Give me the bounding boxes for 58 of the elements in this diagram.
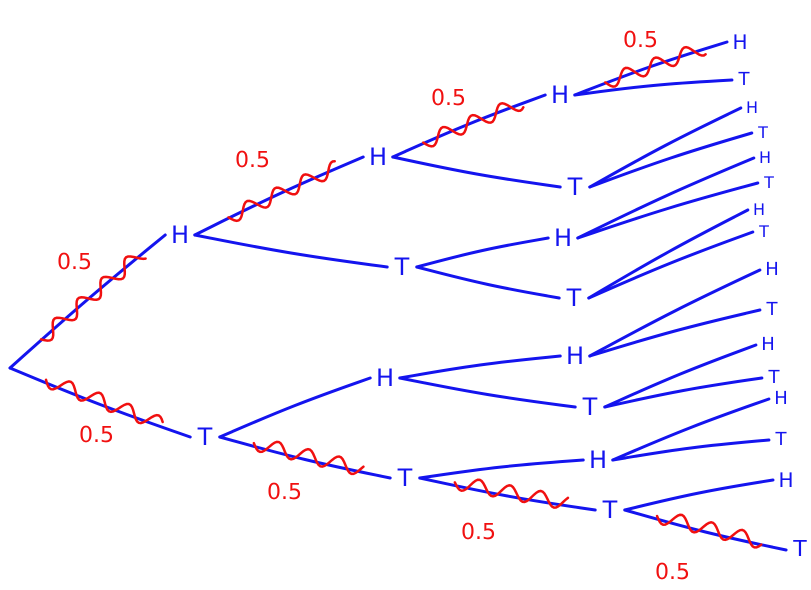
branch-line [573,40,728,96]
outcome-letter: T [394,464,416,492]
branch-line [611,398,770,462]
branch-line [611,438,770,462]
branch-line [418,476,597,512]
outcome-letter: H [760,335,776,355]
outcome-letter: T [772,430,790,450]
outcome-letter: H [777,469,795,491]
outcome-letter: T [764,300,780,320]
outcome-letter: T [762,174,776,192]
outcome-letter: T [766,368,782,388]
outcome-letter: H [752,201,766,219]
outcome-letter: H [772,389,790,409]
branch-line [588,308,762,358]
branch-line [193,234,389,268]
outcome-letter: H [744,99,760,117]
outcome-letter: H [169,222,191,248]
branch-line [8,234,167,370]
outcome-letter: T [756,124,770,142]
branch-line [391,94,547,158]
branch-line [587,230,754,300]
outcome-letter: H [549,82,571,108]
outcome-letter: T [194,424,216,450]
outcome-letter: T [736,70,752,90]
outcome-letter: T [756,223,772,241]
outcome-letter: H [564,342,586,370]
branch-line [623,478,774,512]
branch-line [391,156,562,188]
outcome-letter: T [563,284,585,312]
outcome-letter: T [391,254,413,280]
branch-line [588,132,754,188]
branch-line [418,458,585,480]
outcome-letter: T [579,394,601,420]
outcome-letter: H [587,446,609,474]
branch-line [415,266,561,300]
branch-line [193,156,365,236]
branch-line [398,354,562,380]
branch-line [603,376,764,408]
branch-line [588,268,762,358]
branch-line [576,156,756,240]
outcome-letter: T [790,538,810,562]
outcome-letter: T [599,496,621,524]
branch-line [576,182,760,240]
outcome-letter: H [552,224,574,252]
branch-line [623,508,788,552]
outcome-letter: H [764,260,780,280]
outcome-letter: H [758,149,772,167]
outcome-letter: H [731,31,749,53]
branch-line [415,236,550,268]
branch-line [398,376,577,408]
outcome-letter: T [564,174,586,200]
branch-line [8,366,192,438]
branch-line [603,344,758,408]
branch-line [218,376,372,438]
branch-line [573,78,734,96]
outcome-letter: H [374,364,396,392]
outcome-letter: H [367,144,389,170]
branch-line [218,436,392,480]
